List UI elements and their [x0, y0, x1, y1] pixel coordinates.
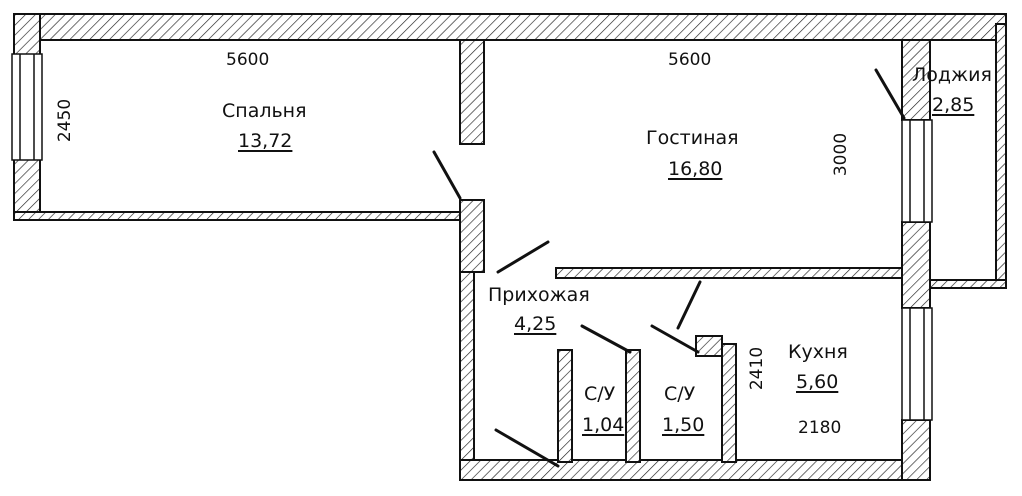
wall-wc2-top	[695, 335, 723, 357]
wall-living-bottom	[555, 267, 903, 279]
wall-loggia-bottom	[929, 279, 1007, 289]
door-wc2	[650, 324, 700, 354]
room-area-bedroom: 13,72	[238, 130, 293, 152]
window-living	[901, 119, 933, 223]
room-name-kitchen: Кухня	[788, 341, 848, 363]
room-name-hall: Прихожая	[488, 284, 590, 306]
window-kitchen	[901, 307, 933, 421]
wall-bedroom-bottom	[13, 211, 461, 221]
wall-wc1-left	[557, 349, 573, 463]
wall-right-middle	[901, 221, 931, 309]
windows	[11, 53, 933, 421]
room-area-living: 16,80	[668, 158, 723, 180]
room-area-hall: 4,25	[514, 313, 557, 335]
wall-wc2-right	[721, 343, 737, 463]
room-area-kitchen: 5,60	[796, 371, 839, 393]
room-name-bedroom: Спальня	[222, 100, 307, 122]
door-kitchen	[676, 280, 702, 330]
wall-loggia-right	[995, 23, 1007, 289]
wall-right-lower	[901, 419, 931, 481]
wall-partition-stub	[459, 39, 485, 145]
door-entrance	[494, 428, 560, 468]
room-area-wc2: 1,50	[662, 414, 705, 436]
walls	[13, 13, 1007, 481]
dim-kitchen-width: 2180	[798, 418, 842, 438]
room-area-loggia: 2,85	[932, 94, 975, 116]
wall-bottom	[459, 459, 931, 481]
wall-top	[13, 13, 1007, 41]
room-name-living: Гостиная	[646, 127, 739, 149]
door-bedroom	[432, 150, 462, 200]
room-area-wc1: 1,04	[582, 414, 625, 436]
door-loggia	[874, 68, 906, 120]
wall-hall-left-upper	[459, 199, 485, 273]
wall-wc-divider	[625, 349, 641, 463]
dim-bedroom-depth: 2450	[55, 98, 76, 143]
door-wc1	[580, 324, 632, 354]
room-name-wc2: С/У	[664, 383, 696, 405]
dim-living-depth: 3000	[831, 132, 852, 177]
room-name-wc1: С/У	[584, 383, 616, 405]
doors	[432, 68, 906, 468]
window-bedroom	[11, 53, 43, 161]
room-name-loggia: Лоджия	[912, 64, 992, 86]
dim-bedroom-width: 5600	[226, 50, 270, 70]
wall-hall-left	[459, 271, 475, 469]
dim-kitchen-depth: 2410	[747, 346, 768, 391]
door-living	[496, 240, 550, 274]
dim-living-width: 5600	[668, 50, 712, 70]
